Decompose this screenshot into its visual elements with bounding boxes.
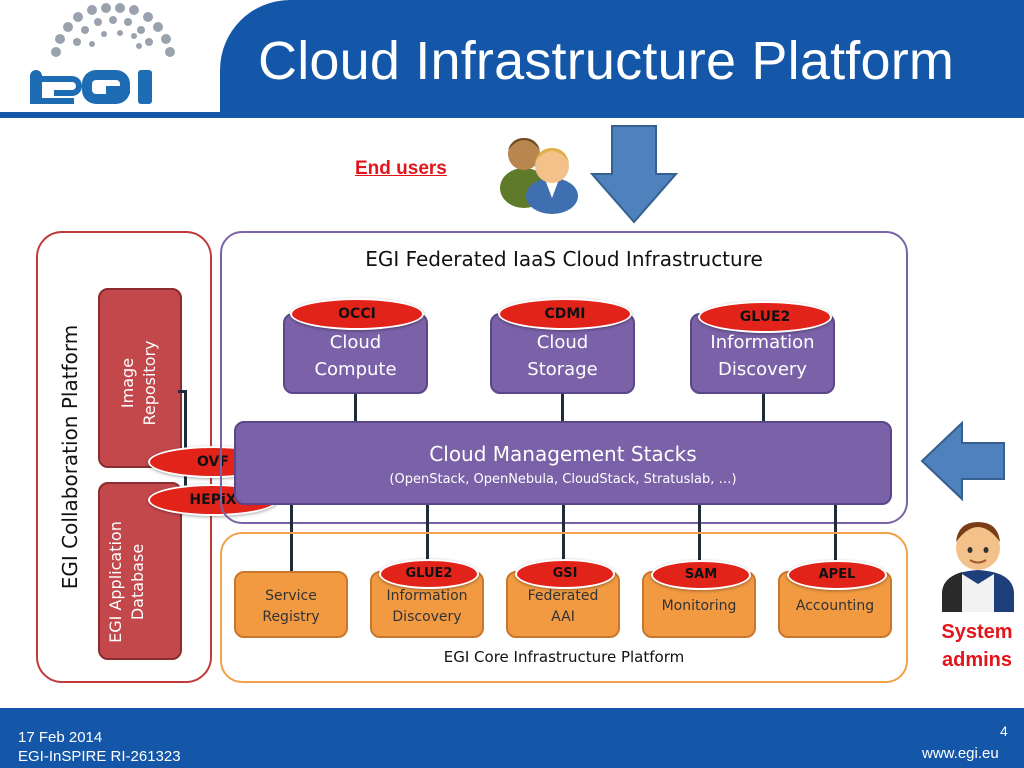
apel-tag: APEL: [787, 560, 887, 590]
aai-connector: [562, 505, 565, 565]
collab-connector: [184, 390, 187, 500]
glue2-iaas-tag: GLUE2: [698, 301, 832, 333]
footer-website[interactable]: www.egi.eu: [922, 745, 999, 762]
iaas-title: EGI Federated IaaS Cloud Infrastructure: [365, 247, 763, 271]
accounting-label: Accounting: [795, 598, 875, 614]
occi-tag: OCCI: [290, 298, 424, 330]
cloud-compute-line2: Compute: [314, 359, 397, 380]
footer-date: 17 Feb 2014: [18, 729, 103, 746]
end-users-label: End users: [355, 158, 447, 179]
footer-bar: [0, 708, 1024, 768]
cloud-management-subtitle: (OpenStack, OpenNebula, CloudStack, Stra…: [389, 472, 737, 487]
core-container: [220, 532, 908, 683]
left-arrow-icon: [920, 420, 1005, 502]
cloud-compute-line1: Cloud: [329, 332, 382, 353]
system-admins-label: System admins: [941, 621, 1013, 671]
collaboration-platform-title: EGI Collaboration Platform: [58, 324, 82, 590]
registry-connector: [290, 505, 293, 571]
monitoring-label: Monitoring: [661, 598, 737, 614]
iaas-discovery-line2: Discovery: [718, 359, 807, 380]
iaas-discovery-line1: Information: [710, 332, 815, 353]
image-repository-label: Image Repository: [118, 340, 159, 426]
federated-aai-line2: AAI: [551, 609, 575, 625]
collab-connector-top: [178, 390, 186, 393]
core-info-discovery-line1: Information: [386, 588, 468, 604]
footer-project: EGI-InSPIRE RI-261323: [18, 748, 181, 765]
sam-tag: SAM: [651, 560, 751, 590]
core-info-discovery-line2: Discovery: [392, 609, 462, 625]
discovery-connector: [762, 394, 765, 422]
cloud-management-box[interactable]: Cloud Management Stacks (OpenStack, Open…: [234, 421, 892, 505]
accounting-connector: [834, 505, 837, 567]
egi-logo-icon: [30, 3, 175, 104]
info-connector: [426, 505, 429, 565]
header-divider: [0, 112, 1024, 118]
monitoring-connector: [698, 505, 701, 567]
cdmi-tag: CDMI: [498, 298, 632, 330]
storage-connector: [561, 394, 564, 422]
slide-title: Cloud Infrastructure Platform: [258, 31, 955, 91]
admin-user-icon: [942, 522, 1014, 612]
glue2-core-tag: GLUE2: [379, 559, 479, 589]
gsi-tag: GSI: [515, 559, 615, 589]
cloud-storage-line1: Cloud: [536, 332, 589, 353]
header-band: [383, 0, 1024, 118]
app-database-label: EGI Application Database: [106, 521, 147, 643]
cloud-management-title: Cloud Management Stacks: [429, 442, 697, 466]
users-group-icon: [500, 138, 578, 214]
page-number: 4: [1000, 723, 1008, 739]
compute-connector: [354, 394, 357, 422]
service-registry-box[interactable]: Service Registry: [234, 571, 348, 638]
core-title: EGI Core Infrastructure Platform: [443, 648, 685, 666]
down-arrow-icon: [590, 125, 678, 224]
service-registry-line2: Registry: [262, 609, 320, 625]
federated-aai-line1: Federated: [527, 588, 599, 604]
image-repository-box[interactable]: [98, 288, 182, 468]
logo-area: [0, 0, 260, 112]
cloud-storage-line2: Storage: [527, 359, 598, 380]
service-registry-line1: Service: [265, 588, 317, 604]
